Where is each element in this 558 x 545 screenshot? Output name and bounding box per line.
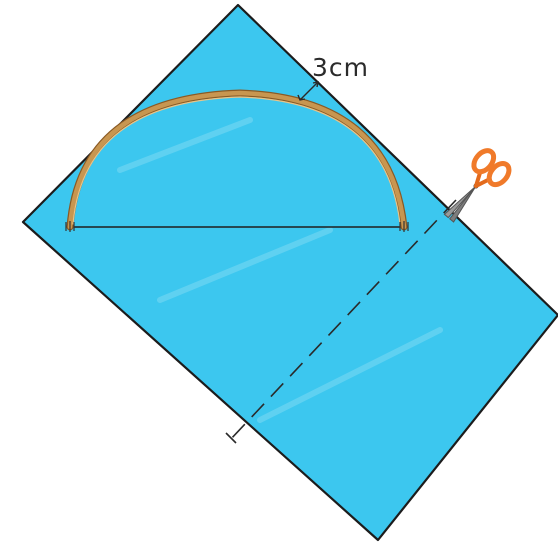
dimension-arrowhead-upper: [312, 81, 319, 88]
wooden-arc: [67, 90, 407, 230]
arc-left-end: [65, 221, 75, 232]
arc-right-end: [399, 221, 409, 232]
cut-line-end-tick: [225, 432, 237, 444]
wooden-arc-highlight: [72, 96, 401, 225]
dimension-arrowhead-lower: [297, 94, 306, 101]
measurement-label: 3cm: [312, 53, 369, 82]
paper-sheet: [21, 3, 558, 542]
scissors-icon: [443, 148, 512, 223]
dimension-arrow: [299, 81, 319, 101]
paper-texture: [117, 117, 443, 423]
